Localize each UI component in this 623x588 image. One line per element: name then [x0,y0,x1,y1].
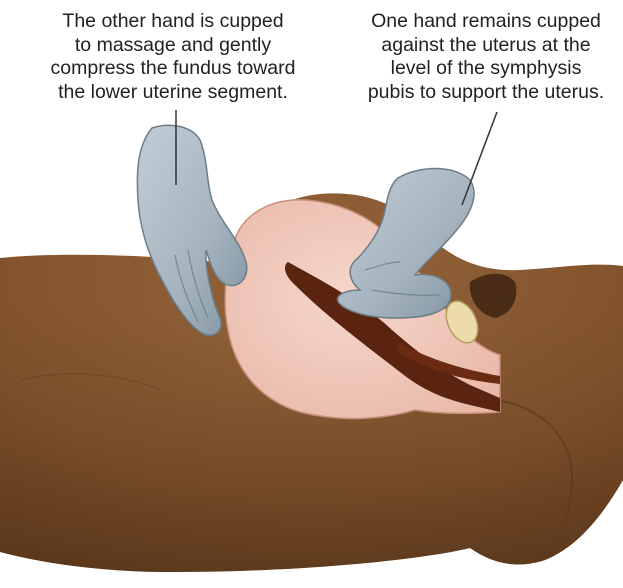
right-hand-annotation: One hand remains cupped against the uter… [352,10,620,104]
left-hand-annotation: The other hand is cupped to massage and … [8,10,338,104]
right-leader-line [462,112,497,205]
